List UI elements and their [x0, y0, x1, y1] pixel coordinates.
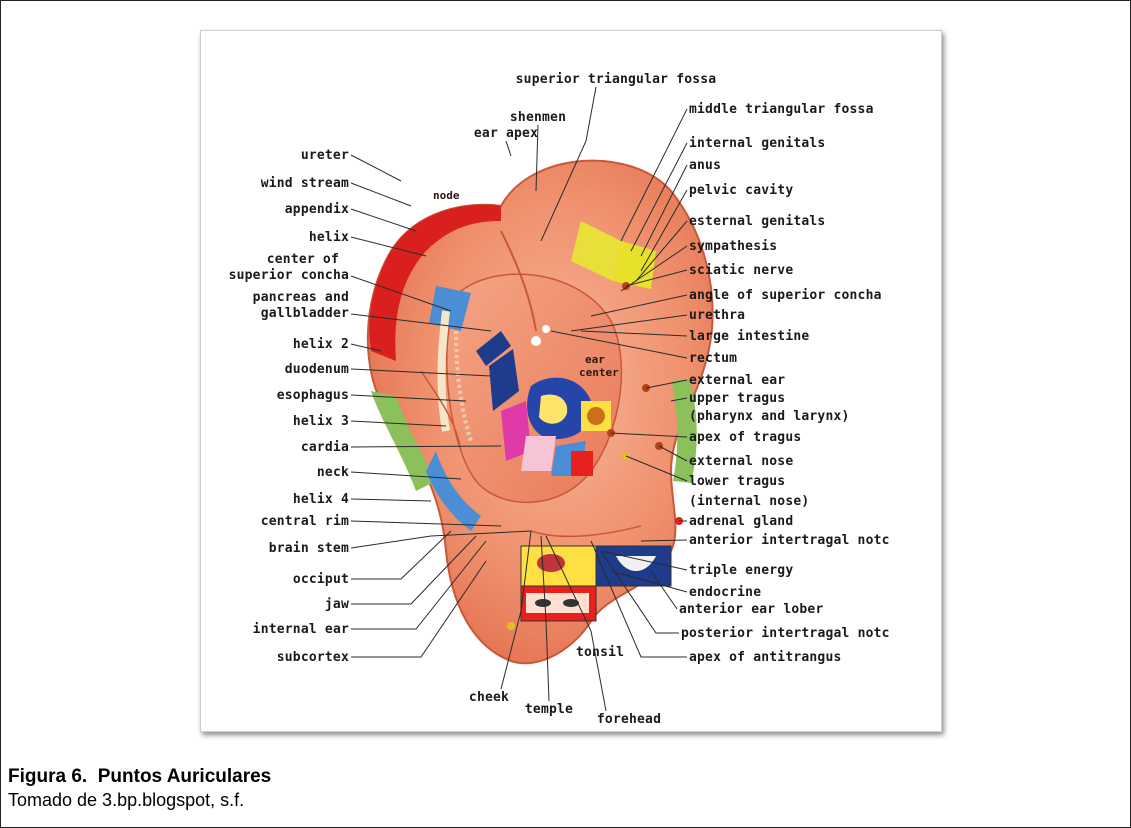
label-forehead: forehead	[597, 712, 661, 727]
label-appendix: appendix	[285, 202, 349, 217]
label-gallbladder: gallbladder	[261, 306, 349, 321]
label-center-of: center of	[267, 252, 339, 267]
label-apex-of-antitrangus: apex of antitrangus	[689, 650, 842, 665]
leader-occiput	[351, 531, 451, 579]
label-helix-2: helix 2	[293, 337, 349, 352]
label-angle-of-superior-concha: angle of superior concha	[689, 288, 882, 303]
label-esternal-genitals: esternal genitals	[689, 214, 825, 229]
label-cheek: cheek	[469, 690, 509, 705]
label-occiput: occiput	[293, 572, 349, 587]
label-sympathesis: sympathesis	[689, 239, 777, 254]
label-sciatic-nerve: sciatic nerve	[689, 263, 793, 278]
label-tonsil: tonsil	[576, 645, 624, 660]
label-subcortex: subcortex	[277, 650, 349, 665]
label-triple-energy: triple energy	[689, 563, 793, 578]
leader-appendix	[351, 209, 416, 231]
label-external-ear: external ear	[689, 373, 785, 388]
label-neck: neck	[317, 465, 349, 480]
leader-helix-4	[351, 499, 431, 501]
label-internal-nose: (internal nose)	[689, 494, 809, 509]
leader-ureter	[351, 155, 401, 181]
leader-ear-apex	[506, 141, 511, 156]
label-internal-ear: internal ear	[253, 622, 349, 637]
label-jaw: jaw	[325, 597, 349, 612]
label-ear-center-line1: ear	[585, 353, 605, 366]
label-middle-triangular-fossa: middle triangular fossa	[689, 102, 874, 117]
label-helix-3: helix 3	[293, 414, 349, 429]
label-ureter: ureter	[301, 148, 349, 163]
label-apex-of-tragus: apex of tragus	[689, 430, 801, 445]
label-pelvic-cavity: pelvic cavity	[689, 183, 793, 198]
label-endocrine: endocrine	[689, 585, 761, 600]
label-central-rim: central rim	[261, 514, 349, 529]
label-pancreas-and: pancreas and	[253, 290, 349, 305]
label-brain-stem: brain stem	[269, 541, 349, 556]
label-large-intestine: large intestine	[689, 329, 809, 344]
figure-caption-title: Figura 6. Puntos Auriculares	[8, 766, 271, 788]
auricular-points-diagram: node ear center tonsil ureter wind stream…	[201, 31, 941, 731]
label-upper-tragus: upper tragus	[689, 391, 785, 406]
label-temple: temple	[525, 702, 573, 717]
label-anterior-intertragal-notc: anterior intertragal notc	[689, 533, 890, 548]
label-node: node	[433, 189, 460, 202]
label-esophagus: esophagus	[277, 388, 349, 403]
label-ear-center-line2: center	[579, 366, 619, 379]
label-urethra: urethra	[689, 308, 745, 323]
label-helix-4: helix 4	[293, 492, 349, 507]
label-ear-apex: ear apex	[474, 126, 538, 141]
label-superior-triangular-fossa: superior triangular fossa	[516, 72, 717, 87]
ear-diagram-figure: node ear center tonsil ureter wind stream…	[200, 30, 942, 732]
leader-wind-stream	[351, 183, 411, 206]
label-superior-concha: superior concha	[229, 268, 349, 283]
label-shenmen: shenmen	[510, 110, 566, 125]
label-internal-genitals: internal genitals	[689, 136, 825, 151]
label-external-nose: external nose	[689, 454, 793, 469]
label-pharynx-and-larynx: (pharynx and larynx)	[689, 409, 850, 424]
label-duodenum: duodenum	[285, 362, 349, 377]
figure-caption-source: Tomado de 3.bp.blogspot, s.f.	[8, 790, 244, 811]
label-anterior-ear-lober: anterior ear lober	[679, 602, 823, 617]
label-posterior-intertragal-notc: posterior intertragal notc	[681, 626, 890, 641]
label-anus: anus	[689, 158, 721, 173]
label-wind-stream: wind stream	[261, 176, 349, 191]
label-adrenal-gland: adrenal gland	[689, 514, 793, 529]
label-lower-tragus: lower tragus	[689, 474, 785, 489]
label-cardia: cardia	[301, 440, 349, 455]
label-rectum: rectum	[689, 351, 737, 366]
label-helix: helix	[309, 230, 349, 245]
